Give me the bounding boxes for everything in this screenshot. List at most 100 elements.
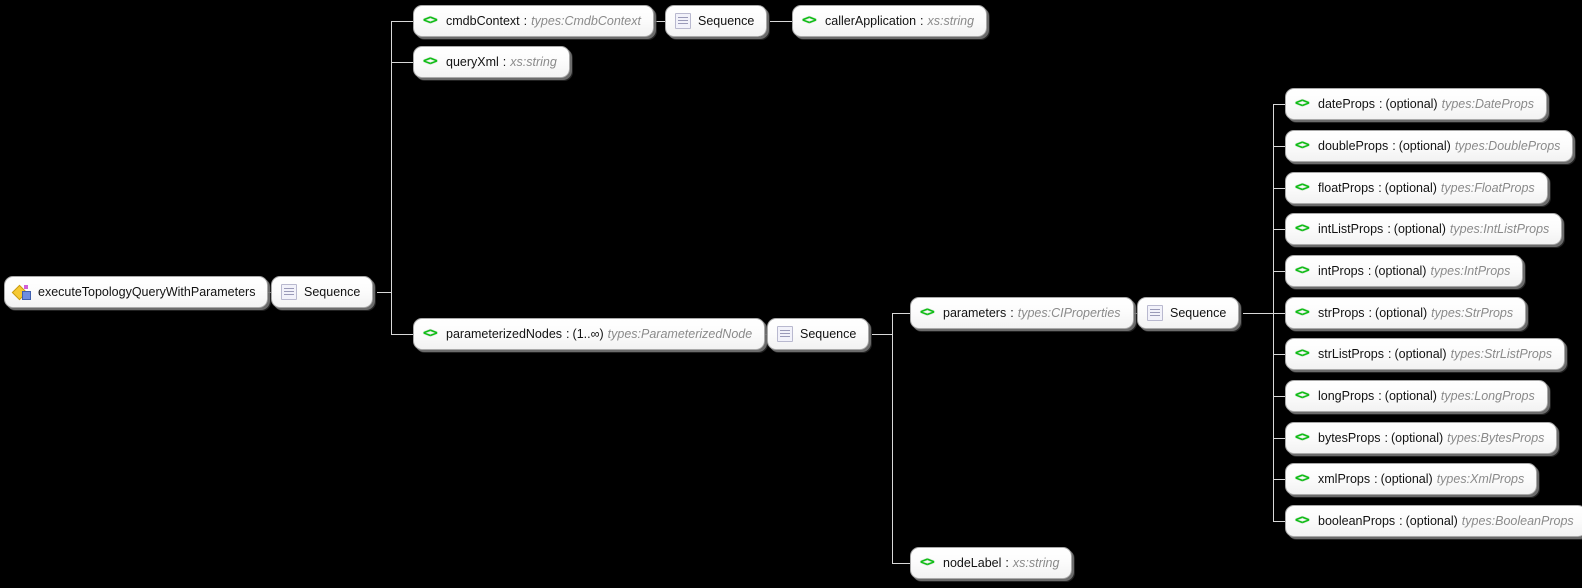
node-label: queryXml	[446, 54, 499, 69]
element-icon: <>	[1295, 513, 1310, 528]
node-separator: :	[1392, 138, 1396, 153]
node-separator: :	[1378, 388, 1382, 403]
connector-branch-parameters	[892, 313, 910, 314]
sequence-icon	[1147, 305, 1163, 321]
node-xml-props[interactable]: <> xmlProps : (optional) types:XmlProps	[1285, 463, 1538, 495]
node-parameterized-nodes[interactable]: <> parameterizedNodes : (1..∞) types:Par…	[413, 318, 766, 350]
element-icon: <>	[1295, 221, 1310, 236]
connector-branch-strprops	[1273, 313, 1285, 314]
connector-branch-intprops	[1273, 271, 1285, 272]
node-label: executeTopologyQueryWithParameters	[38, 284, 256, 299]
element-icon: <>	[1295, 96, 1310, 111]
node-label: nodeLabel	[943, 555, 1002, 570]
connector-trunk-vertical	[391, 21, 392, 334]
node-separator: :	[1388, 346, 1392, 361]
node-query-xml[interactable]: <> queryXml : xs:string	[413, 46, 570, 78]
node-label: intListProps	[1318, 221, 1384, 236]
element-icon: <>	[1295, 471, 1310, 486]
node-label: doubleProps	[1318, 138, 1389, 153]
element-icon: <>	[920, 305, 935, 320]
sequence-icon	[675, 13, 691, 29]
node-label: booleanProps	[1318, 513, 1396, 528]
node-type: types:DoubleProps	[1454, 138, 1561, 153]
node-date-props[interactable]: <> dateProps : (optional) types:DateProp…	[1285, 88, 1548, 120]
node-occurrence: (optional)	[1394, 346, 1447, 361]
node-label: Sequence	[1170, 305, 1227, 320]
node-occurrence: (optional)	[1384, 180, 1437, 195]
node-type: types:IntListProps	[1449, 221, 1550, 236]
node-type: types:StrProps	[1431, 305, 1514, 320]
connector-branch-cmdbcontext	[391, 21, 413, 22]
node-separator: :	[1378, 96, 1383, 111]
connector-subtrunk-vertical	[892, 313, 893, 563]
node-occurrence: (optional)	[1384, 388, 1437, 403]
connector-branch-intlistprops	[1273, 229, 1285, 230]
node-cmdb-context-sequence[interactable]: Sequence	[665, 5, 768, 37]
node-str-props[interactable]: <> strProps : (optional) types:StrProps	[1285, 297, 1527, 329]
node-execute-topology-query-with-parameters[interactable]: executeTopologyQueryWithParameters	[4, 276, 269, 308]
node-label: longProps	[1318, 388, 1375, 403]
node-type: types:StrListProps	[1450, 346, 1553, 361]
node-label: bytesProps	[1318, 430, 1381, 445]
node-bytes-props[interactable]: <> bytesProps : (optional) types:BytesPr…	[1285, 422, 1558, 454]
connector-sequence-to-subtrunk	[872, 334, 892, 335]
node-occurrence: (optional)	[1385, 96, 1438, 111]
node-type: types:CmdbContext	[531, 13, 641, 28]
node-label: Sequence	[304, 284, 361, 299]
node-int-props[interactable]: <> intProps : (optional) types:IntProps	[1285, 255, 1524, 287]
node-occurrence: (optional)	[1375, 305, 1428, 320]
connector-branch-bytesprops	[1273, 438, 1285, 439]
node-separator: :	[1368, 305, 1373, 320]
node-long-props[interactable]: <> longProps : (optional) types:LongProp…	[1285, 380, 1548, 412]
node-occurrence: (optional)	[1380, 471, 1433, 486]
node-separator: :	[523, 13, 528, 28]
node-caller-application[interactable]: <> callerApplication : xs:string	[792, 5, 988, 37]
connector-branch-booleanprops	[1273, 521, 1285, 522]
node-parameters[interactable]: <> parameters : types:CIProperties	[910, 297, 1134, 329]
connector-branch-floatprops	[1273, 188, 1285, 189]
connector-cmdbcontext-to-sequence	[648, 21, 665, 22]
connector-branch-dateprops	[1273, 104, 1285, 105]
node-separator: :	[1384, 430, 1389, 445]
node-label: dateProps	[1318, 96, 1375, 111]
element-icon: <>	[423, 13, 438, 28]
node-separator: :	[1367, 263, 1372, 278]
element-icon: <>	[1295, 180, 1310, 195]
node-node-label[interactable]: <> nodeLabel : xs:string	[910, 547, 1073, 579]
connector-branch-doubleprops	[1273, 146, 1285, 147]
node-type: types:XmlProps	[1436, 471, 1525, 486]
node-type: types:LongProps	[1440, 388, 1535, 403]
element-icon: <>	[1295, 305, 1310, 320]
element-icon: <>	[1295, 138, 1310, 153]
connector-branch-parameterizednodes	[391, 334, 413, 335]
node-int-list-props[interactable]: <> intListProps : (optional) types:IntLi…	[1285, 213, 1563, 245]
node-separator: :	[1010, 305, 1014, 320]
node-parameters-sequence[interactable]: Sequence	[1137, 297, 1240, 329]
connector-branch-strlistprops	[1273, 354, 1285, 355]
node-type: types:DateProps	[1441, 96, 1535, 111]
node-float-props[interactable]: <> floatProps : (optional) types:FloatPr…	[1285, 172, 1548, 204]
node-label: parameterizedNodes	[446, 326, 563, 341]
node-double-props[interactable]: <> doubleProps : (optional) types:Double…	[1285, 130, 1574, 162]
node-label: callerApplication	[825, 13, 917, 28]
node-separator: :	[1399, 513, 1403, 528]
node-occurrence: (optional)	[1374, 263, 1427, 278]
element-icon: <>	[920, 555, 935, 570]
node-cmdb-context[interactable]: <> cmdbContext : types:CmdbContext	[413, 5, 654, 37]
node-label: strProps	[1318, 305, 1365, 320]
element-icon: <>	[1295, 388, 1310, 403]
connector-sequence-to-callerapplication	[770, 21, 792, 22]
node-type: types:ParameterizedNode	[607, 326, 753, 341]
node-parameterized-nodes-sequence[interactable]: Sequence	[767, 318, 870, 350]
node-str-list-props[interactable]: <> strListProps : (optional) types:StrLi…	[1285, 338, 1566, 370]
connector-branch-nodelabel	[892, 563, 910, 564]
node-root-sequence[interactable]: Sequence	[271, 276, 374, 308]
node-type: types:IntProps	[1430, 263, 1511, 278]
node-boolean-props[interactable]: <> booleanProps : (optional) types:Boole…	[1285, 505, 1582, 537]
element-icon: <>	[1295, 430, 1310, 445]
node-type: xs:string	[927, 13, 975, 28]
node-label: Sequence	[800, 326, 857, 341]
node-occurrence: (optional)	[1398, 138, 1451, 153]
node-type: types:BytesProps	[1447, 430, 1545, 445]
